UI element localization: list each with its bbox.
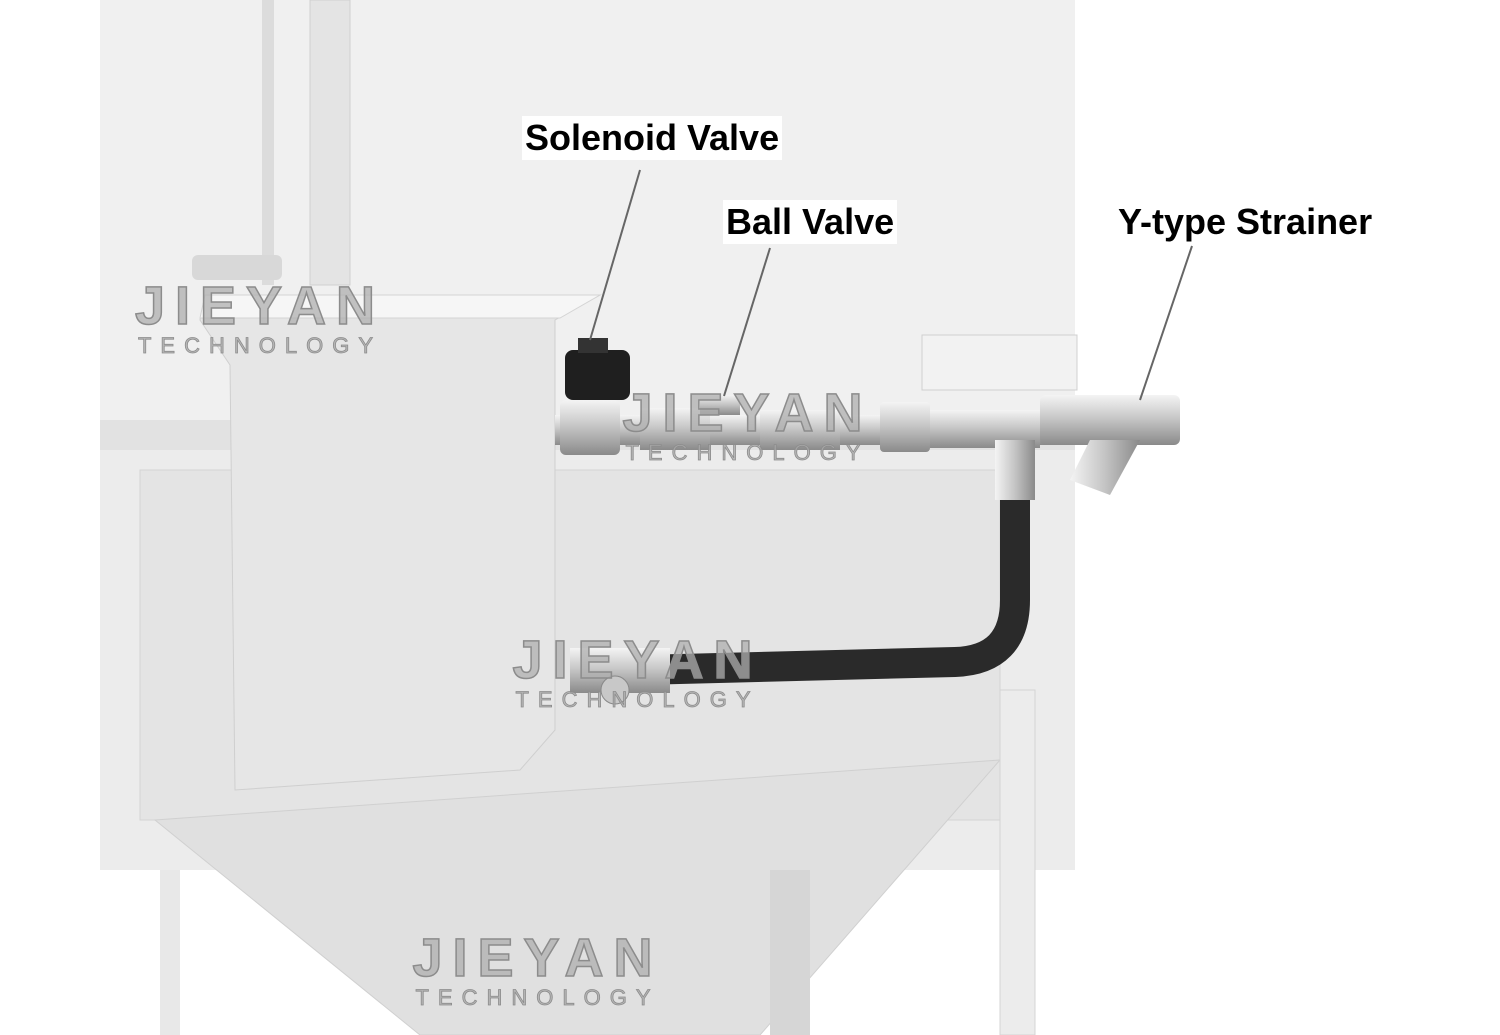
strainer-leader xyxy=(1139,245,1193,401)
solenoid-coil xyxy=(565,350,630,400)
hose xyxy=(639,500,1030,685)
solenoid-leader xyxy=(589,169,641,341)
label-solenoid-valve: Solenoid Valve xyxy=(522,116,783,160)
label-ball-valve: Ball Valve xyxy=(723,200,898,244)
tank-box xyxy=(199,294,602,791)
label-y-type-strainer: Y-type Strainer xyxy=(1115,200,1376,244)
ball-valve-leader xyxy=(723,247,771,397)
